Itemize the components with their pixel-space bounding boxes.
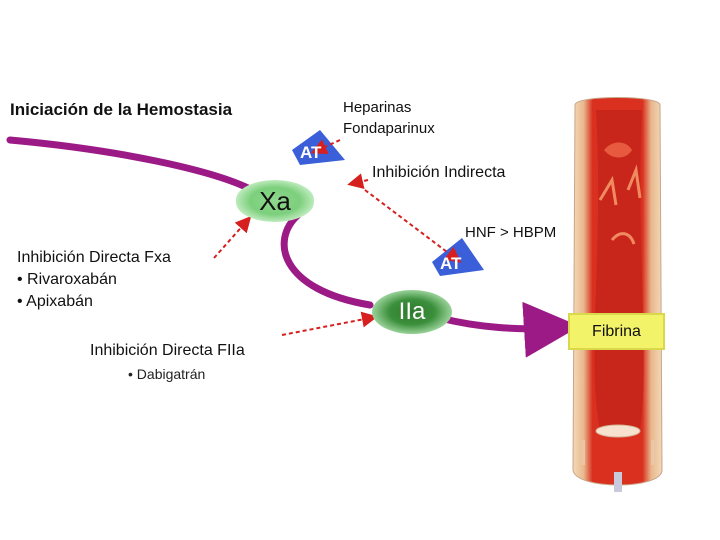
inhibition-arrow-direct-iia: [281, 311, 378, 336]
factor-xa-label: Xa: [259, 185, 291, 216]
fibrina-label: Fibrina: [592, 322, 641, 340]
drug-fondaparinux: Fondaparinux: [343, 120, 435, 137]
pathway-curve-xa-to-iia: [280, 211, 374, 309]
at-badge-1-label: AT: [300, 143, 322, 162]
pathway-curve-to-xa: [6, 136, 252, 192]
at-badge-2-label: AT: [440, 254, 462, 273]
direct-xa-inhibition-block: Inhibición Directa Fxa • Rivaroxabán • A…: [17, 247, 171, 313]
direct-xa-item-apixaban: • Apixabán: [17, 293, 93, 310]
inhibition-arrow-direct-xa: [213, 216, 252, 259]
blood-vessel-illustration: [572, 97, 663, 492]
direct-xa-item-rivaroxaban: • Rivaroxabán: [17, 271, 117, 288]
indirect-drugs-label: Heparinas Fondaparinux: [343, 97, 435, 139]
inhibition-arrow-indirect-left: [347, 173, 369, 189]
drug-heparinas: Heparinas: [343, 99, 412, 116]
pathway-arrow-to-fibrina: [436, 301, 580, 358]
factor-xa-node: Xa: [236, 180, 314, 222]
inhibition-arrow-heparin-to-iia: [364, 189, 462, 263]
factor-iia-node: IIa: [372, 290, 452, 334]
direct-xa-heading: Inhibición Directa Fxa: [17, 249, 171, 266]
indirect-inhibition-label: Inhibición Indirecta: [372, 164, 506, 181]
diagram-title: Iniciación de la Hemostasia: [10, 100, 233, 119]
fibrina-box: Fibrina: [568, 313, 665, 350]
direct-iia-heading: Inhibición Directa FIIa: [90, 342, 245, 359]
factor-iia-label: IIa: [398, 298, 426, 325]
hnf-hbpm-label: HNF > HBPM: [465, 224, 557, 241]
direct-iia-item-dabigatran: • Dabigatrán: [128, 366, 206, 382]
